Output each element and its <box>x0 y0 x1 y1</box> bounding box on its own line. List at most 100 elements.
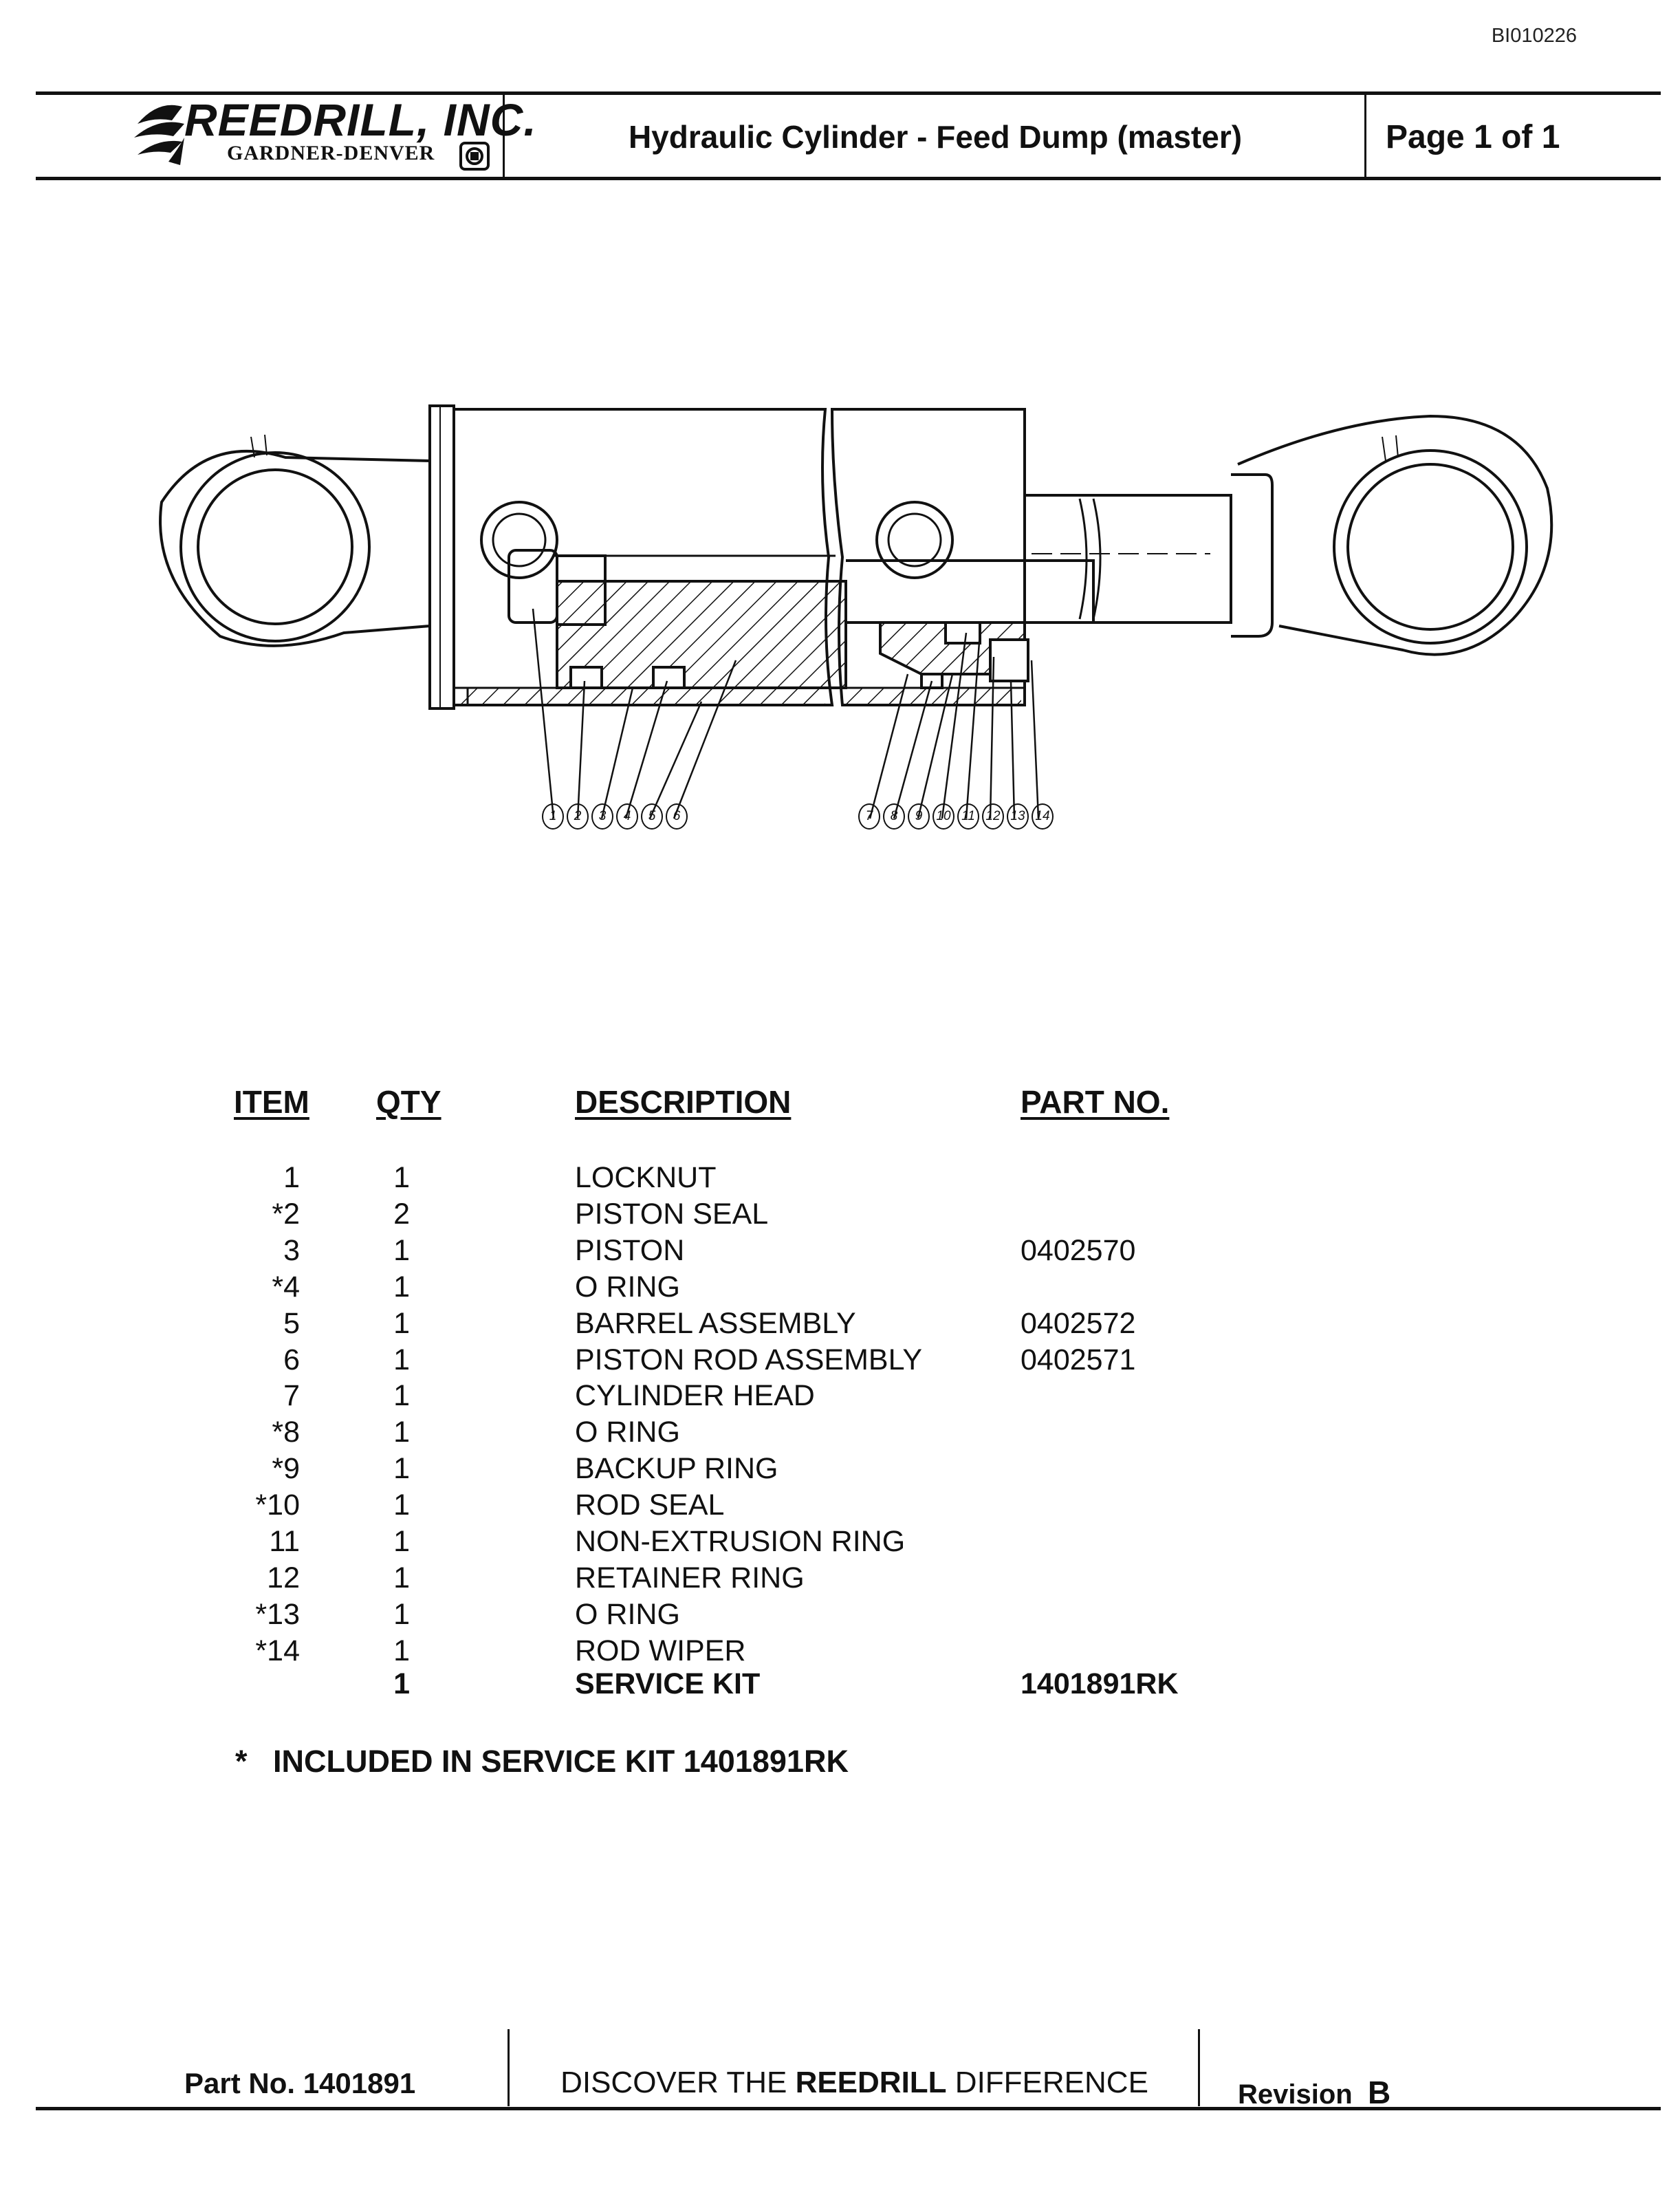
service-kit-note: * INCLUDED IN SERVICE KIT 1401891RK <box>235 1744 849 1779</box>
hydraulic-cylinder-diagram <box>159 404 1553 819</box>
cell-item: *14 <box>255 1634 300 1667</box>
cell-item: *9 <box>272 1452 300 1486</box>
cell-qty: 1 <box>393 1343 410 1376</box>
cell-description: O RING <box>575 1597 680 1631</box>
slogan-pre: DISCOVER THE <box>560 2066 796 2099</box>
callout-bubble: 9 <box>908 803 930 830</box>
document-id: BI010226 <box>1491 25 1577 47</box>
table-row: *2 2 PISTON SEAL <box>0 1198 1680 1234</box>
cell-part-no: 0402572 <box>1021 1306 1136 1340</box>
footer-divider-left <box>508 2029 510 2106</box>
cell-item: *4 <box>272 1270 300 1303</box>
cell-qty: 1 <box>393 1161 410 1194</box>
callout-bubble: 1 <box>542 803 564 830</box>
revision-label: Revision <box>1238 2079 1353 2110</box>
gardner-denver-emblem-icon <box>459 142 490 171</box>
footer-divider-right <box>1198 2029 1200 2106</box>
callout-bubble: 11 <box>957 803 979 830</box>
cell-description: O RING <box>575 1416 680 1449</box>
cell-item: 6 <box>283 1343 300 1376</box>
cell-description: BARREL ASSEMBLY <box>575 1306 856 1340</box>
cell-item: *10 <box>255 1489 300 1522</box>
callout-bubble: 13 <box>1007 803 1029 830</box>
footer-part-number: Part No. 1401891 <box>184 2067 416 2099</box>
cell-qty: 2 <box>393 1197 410 1231</box>
cell-qty: 1 <box>393 1452 410 1486</box>
cell-qty: 1 <box>393 1233 410 1267</box>
table-row: *14 1 ROD WIPER <box>0 1634 1680 1671</box>
header-top-rule <box>36 91 1661 95</box>
cell-qty: 1 <box>393 1270 410 1303</box>
cell-description: PISTON SEAL <box>575 1197 769 1231</box>
callout-bubble: 10 <box>932 803 954 830</box>
footer-slogan: DISCOVER THE REEDRILL DIFFERENCE <box>512 2066 1197 2100</box>
callout-bubble: 14 <box>1032 803 1054 830</box>
cell-qty: 1 <box>393 1379 410 1413</box>
cell-item: 11 <box>269 1525 300 1558</box>
company-name: REEDRILL, INC. <box>184 94 537 145</box>
column-header-description: DESCRIPTION <box>575 1084 792 1120</box>
callout-bubble: 8 <box>883 803 905 830</box>
cell-description: CYLINDER HEAD <box>575 1379 815 1413</box>
column-header-part-no: PART NO. <box>1021 1084 1170 1120</box>
cell-qty: 1 <box>393 1306 410 1340</box>
footer-revision: Revision B <box>1238 2074 1390 2111</box>
table-row: *10 1 ROD SEAL <box>0 1489 1680 1525</box>
header-bottom-rule <box>36 177 1661 180</box>
callout-bubble: 12 <box>982 803 1004 830</box>
cell-description: SERVICE KIT <box>575 1667 761 1700</box>
cell-description: PISTON <box>575 1233 685 1267</box>
callout-bubble: 3 <box>591 803 613 830</box>
column-header-qty: QTY <box>376 1084 441 1120</box>
callout-leader-lines <box>532 608 1040 819</box>
end-cap <box>428 404 455 710</box>
cell-qty: 1 <box>393 1634 410 1667</box>
service-kit-row: 1 SERVICE KIT 1401891RK <box>0 1667 1680 1704</box>
cell-qty: 1 <box>393 1667 410 1700</box>
footer-bottom-rule <box>36 2107 1661 2110</box>
cell-item: *8 <box>272 1416 300 1449</box>
column-header-item: ITEM <box>234 1084 309 1120</box>
division-name: GARDNER-DENVER <box>227 142 435 164</box>
table-row: *8 1 O RING <box>0 1416 1680 1452</box>
cell-qty: 1 <box>393 1416 410 1449</box>
cell-description: LOCKNUT <box>575 1161 717 1194</box>
left-rod-eye <box>159 434 431 647</box>
cell-description: NON-EXTRUSION RING <box>575 1525 906 1558</box>
cell-description: PISTON ROD ASSEMBLY <box>575 1343 922 1376</box>
cell-part-no: 0402570 <box>1021 1233 1136 1267</box>
callout-bubble: 7 <box>858 803 880 830</box>
cell-description: O RING <box>575 1270 680 1303</box>
cell-description: ROD SEAL <box>575 1489 725 1522</box>
table-row: *4 1 O RING <box>0 1270 1680 1307</box>
page-indicator: Page 1 of 1 <box>1386 119 1560 155</box>
cell-item: 5 <box>283 1306 300 1340</box>
header-divider-right <box>1364 95 1366 177</box>
right-rod-eye <box>1231 414 1553 656</box>
header-divider-left <box>503 95 505 177</box>
cell-qty: 1 <box>393 1597 410 1631</box>
cell-description: ROD WIPER <box>575 1634 746 1667</box>
cell-description: BACKUP RING <box>575 1452 778 1486</box>
cell-part-no: 1401891RK <box>1021 1667 1179 1700</box>
cell-item: 7 <box>283 1379 300 1413</box>
revision-value: B <box>1367 2075 1391 2110</box>
barrel-right-segment <box>830 408 1029 706</box>
cell-qty: 1 <box>393 1489 410 1522</box>
cell-item: 3 <box>283 1233 300 1267</box>
cell-qty: 1 <box>393 1525 410 1558</box>
cell-item: *2 <box>272 1197 300 1231</box>
callout-bubble: 5 <box>641 803 663 830</box>
slogan-brand: REEDRILL <box>795 2066 947 2099</box>
cell-qty: 1 <box>393 1561 410 1594</box>
table-row: 7 1 CYLINDER HEAD <box>0 1379 1680 1416</box>
callout-bubble: 4 <box>616 803 638 830</box>
table-row: *9 1 BACKUP RING <box>0 1452 1680 1489</box>
